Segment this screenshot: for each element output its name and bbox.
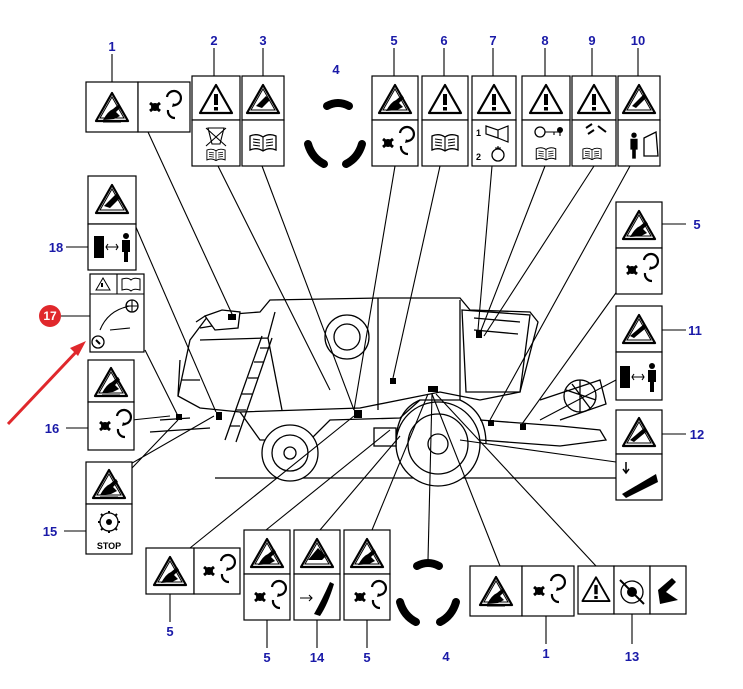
decal-5-bottom-mid2 (343, 529, 391, 621)
decal-11 (615, 305, 663, 401)
decal-1-top (85, 81, 191, 133)
decal-6 (421, 75, 469, 167)
label-4-bottom: 4 (442, 649, 450, 664)
manual-book-icon (431, 134, 459, 152)
label-6: 6 (440, 33, 447, 48)
decal-9 (571, 75, 617, 167)
decal-4-top-rotating-symbol (304, 99, 366, 168)
decal-7: 1 2 (471, 75, 517, 167)
label-5-bottom-mid2: 5 (363, 650, 370, 665)
label-2: 2 (210, 33, 217, 48)
item-17-badge (39, 305, 61, 327)
decal-3 (241, 75, 285, 167)
label-5-right: 5 (693, 217, 700, 232)
red-highlight-arrow (6, 341, 86, 426)
decal-12 (615, 409, 663, 501)
safe-distance-icon (620, 363, 656, 392)
decal-10 (617, 75, 661, 167)
label-15: 15 (43, 524, 57, 539)
leader-lines (119, 131, 631, 567)
label-1-bottom: 1 (542, 646, 549, 661)
label-5-bottom-mid: 5 (263, 650, 270, 665)
label-10: 10 (631, 33, 645, 48)
stop-icon: STOP (97, 511, 121, 551)
label-17: 17 (43, 309, 57, 323)
decal-16 (87, 359, 135, 451)
manual-book-icon (582, 147, 602, 161)
label-9: 9 (588, 33, 595, 48)
label-11: 11 (688, 323, 702, 338)
decal-15: STOP (85, 461, 133, 555)
decal-5-top (371, 75, 419, 167)
decal-14 (293, 529, 341, 621)
label-7: 7 (489, 33, 496, 48)
label-3: 3 (259, 33, 266, 48)
decal-18 (87, 175, 137, 271)
decal-7-step-2: 2 (476, 152, 481, 162)
decal-2 (191, 75, 241, 167)
horn-icon (485, 125, 509, 143)
safe-distance-icon (94, 233, 130, 262)
manual-book-icon (206, 148, 226, 162)
label-leaders (64, 48, 686, 648)
combine-harvester-drawing (149, 297, 620, 487)
decal-7-step-1: 1 (476, 128, 481, 138)
label-4-top: 4 (332, 62, 340, 77)
decal-8 (521, 75, 571, 167)
label-12: 12 (690, 427, 704, 442)
decal-4-bottom-rotating-symbol (396, 559, 460, 626)
decal-17 (89, 273, 145, 353)
label-5-bottom-left: 5 (166, 624, 173, 639)
label-18: 18 (49, 240, 63, 255)
manual-book-icon (249, 134, 277, 152)
label-14: 14 (310, 650, 325, 665)
label-16: 16 (45, 421, 59, 436)
manual-book-icon (535, 147, 557, 161)
label-13: 13 (625, 649, 639, 664)
decal-5-right (615, 201, 663, 295)
decal-13 (577, 565, 687, 615)
label-8: 8 (541, 33, 548, 48)
decal-5-bottom-left (145, 547, 241, 595)
label-5-top: 5 (390, 33, 397, 48)
stop-label: STOP (97, 541, 121, 551)
decal-1-bottom (469, 565, 575, 617)
decal-5-bottom-mid (243, 529, 291, 621)
key-icon (534, 126, 563, 138)
label-1-top: 1 (108, 39, 115, 54)
